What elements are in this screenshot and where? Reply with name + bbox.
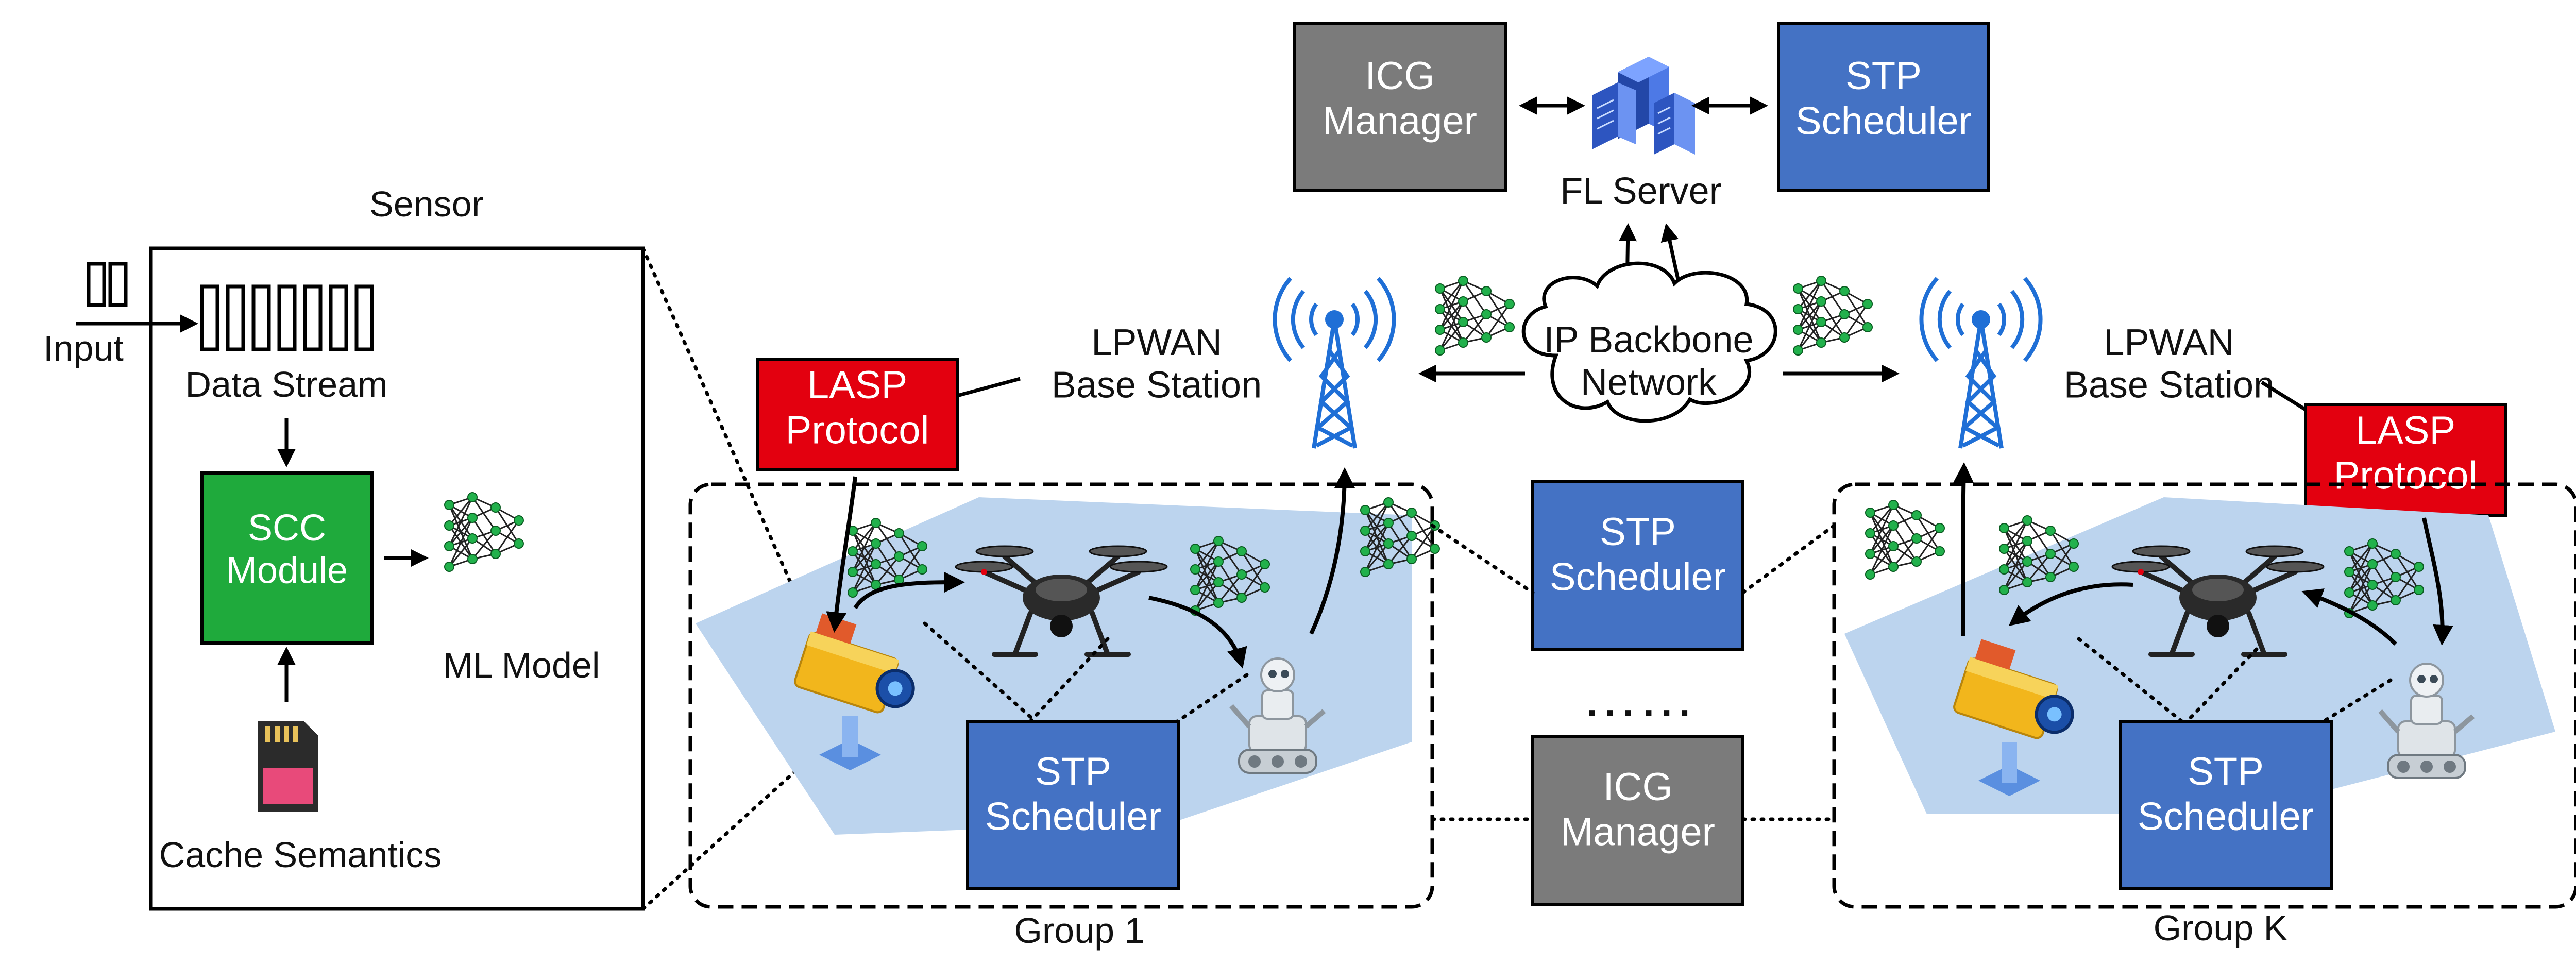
data-stream-icon (200, 284, 374, 351)
nn-icon-top-left (1434, 275, 1515, 356)
base-station-right-icon (1921, 278, 2040, 448)
group-1-label: Group 1 (1014, 910, 1145, 951)
base-station-left-icon (1275, 278, 1394, 448)
middle-links (1430, 523, 1836, 821)
nn-icon-top-right (1792, 275, 1873, 356)
group-k-nn-icon-1 (1865, 499, 1945, 580)
input-icon (87, 262, 128, 307)
cache-semantics-label: Cache Semantics (159, 835, 442, 875)
sensor-title: Sensor (369, 184, 484, 224)
fl-server-label: FL Server (1560, 171, 1721, 212)
fl-server-icon (1591, 56, 1696, 156)
ml-model-icon (444, 492, 524, 572)
data-stream-label: Data Stream (185, 364, 388, 404)
group-k-label: Group K (2154, 908, 2288, 948)
input-label: Input (43, 328, 124, 368)
sd-card-icon (258, 721, 318, 812)
zoom-lines (641, 246, 821, 911)
ml-model-label: ML Model (443, 645, 600, 685)
groups-ellipsis: …… (1582, 665, 1695, 729)
